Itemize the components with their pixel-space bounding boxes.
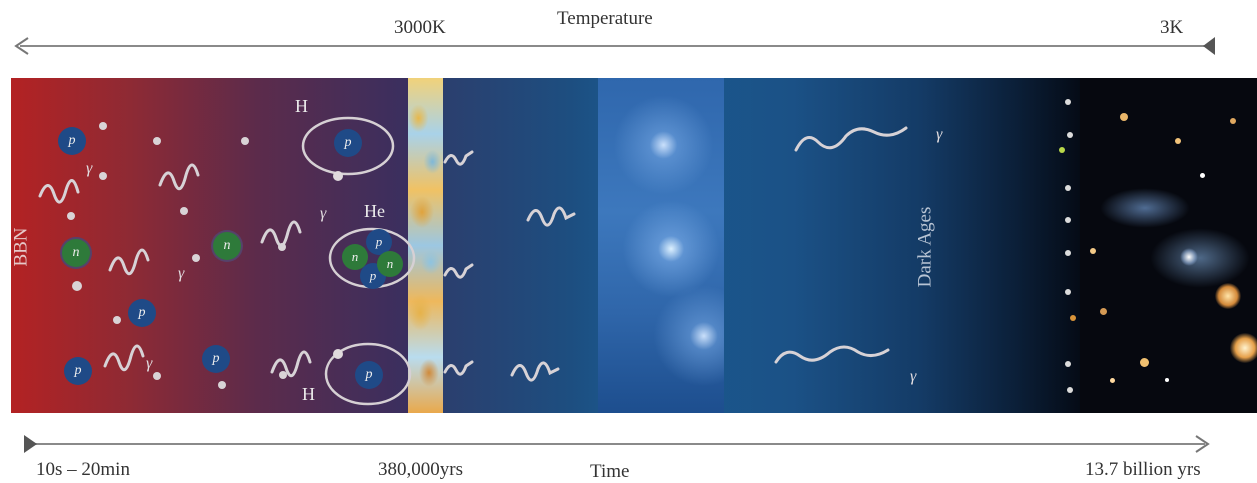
neutron-label: n	[351, 249, 359, 264]
proton: p	[58, 127, 86, 155]
neutron: n	[62, 239, 90, 267]
proton-label: p	[375, 234, 383, 249]
proton-label: p	[344, 135, 352, 150]
neutron-label: n	[223, 238, 231, 253]
proton: p	[355, 361, 383, 389]
proton: p	[366, 229, 392, 255]
neutron-label: n	[386, 256, 394, 271]
proton-label: p	[212, 351, 220, 366]
proton-label: p	[74, 363, 82, 378]
time-arrow	[24, 435, 1210, 453]
proton-label: p	[68, 133, 76, 148]
proton-label: p	[369, 268, 377, 283]
proton-label: p	[365, 367, 373, 382]
time-label-end: 13.7 billion yrs	[1085, 459, 1201, 480]
time-label-start: 10s – 20min	[36, 459, 130, 480]
recombination-dark-ages-panel	[443, 78, 1080, 413]
photon-label: γ	[320, 205, 327, 222]
photon-label: γ	[86, 160, 93, 177]
temperature-label-3000k: 3000K	[394, 17, 446, 38]
photon-label: γ	[936, 126, 943, 143]
time-axis-title: Time	[590, 461, 630, 482]
hydrogen-label: H	[295, 96, 308, 116]
cmb-strip	[408, 78, 443, 413]
photon-label: γ	[146, 355, 153, 372]
temperature-arrow	[14, 37, 1215, 55]
temperature-axis-title: Temperature	[557, 8, 653, 29]
first-stars-panel	[598, 78, 724, 413]
helium-label: He	[364, 201, 385, 221]
time-label-recombination: 380,000yrs	[378, 459, 463, 480]
proton: p	[64, 357, 92, 385]
proton: p	[202, 345, 230, 373]
neutron: n	[213, 232, 241, 260]
neutron: n	[342, 244, 368, 270]
proton: p	[128, 299, 156, 327]
proton-label: p	[138, 305, 146, 320]
temperature-label-3k: 3K	[1160, 17, 1184, 38]
hydrogen-label: H	[302, 384, 315, 404]
neutron: n	[377, 251, 403, 277]
photon-label: γ	[910, 368, 917, 385]
photon-label: γ	[178, 265, 185, 282]
proton: p	[334, 129, 362, 157]
bbn-label: BBN	[10, 227, 32, 267]
galaxies-image	[1080, 78, 1257, 413]
neutron-label: n	[72, 245, 80, 260]
dark-ages-label: Dark Ages	[914, 206, 936, 288]
